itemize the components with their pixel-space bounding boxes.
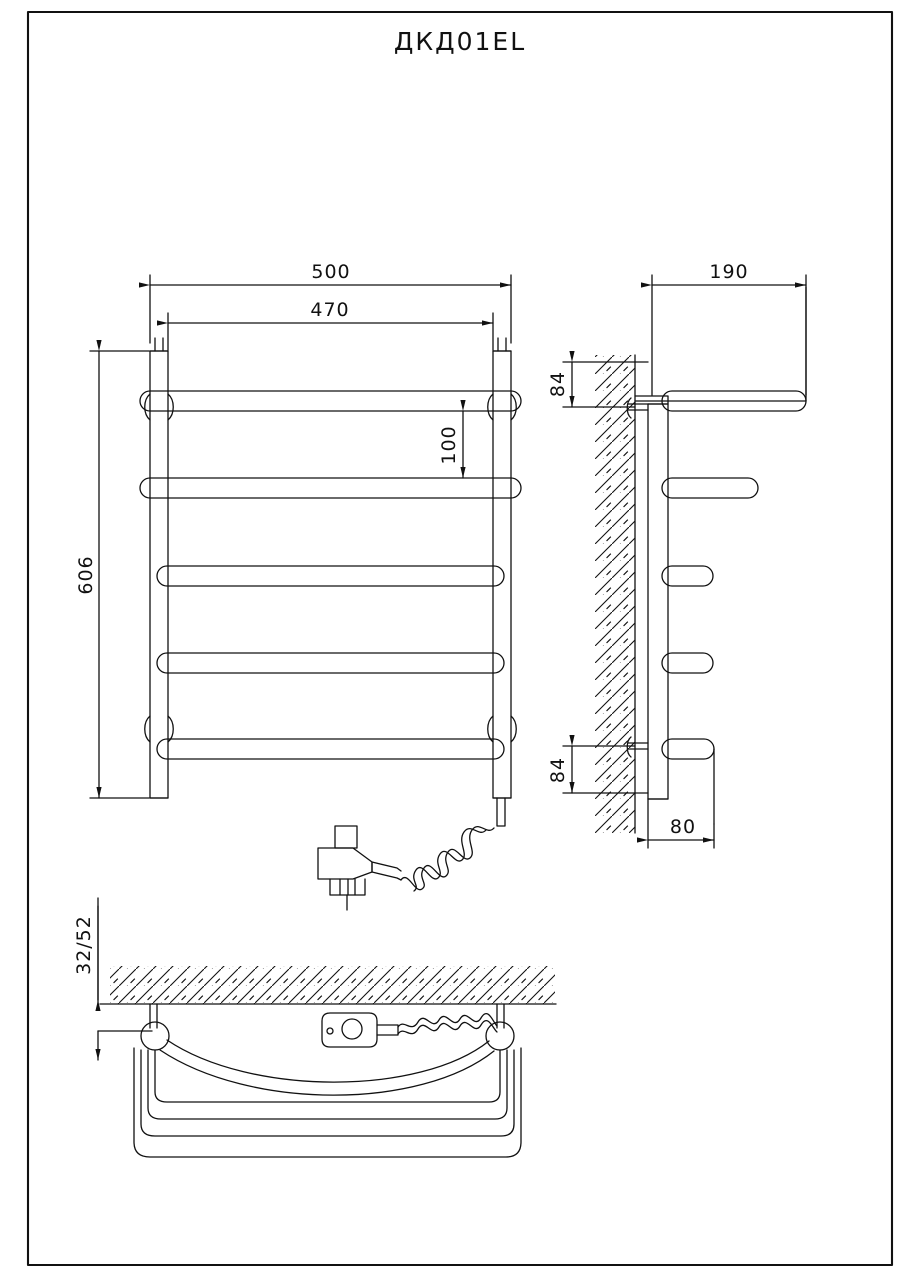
dimension-rail-width: 470: [157, 299, 494, 351]
front-rail-4: [156, 652, 505, 674]
dimension-bottom-mount-offset-value: 84: [547, 757, 569, 783]
top-post-right-circle: [485, 1021, 515, 1051]
front-mount-bracket-top-right: [487, 393, 517, 421]
side-wall-anchor-bottom: [626, 736, 649, 758]
dimension-projection-depth-value: 190: [709, 261, 748, 283]
power-cord-front: [317, 797, 506, 911]
front-right-top-stub: [497, 337, 507, 352]
dimension-overall-height-value: 606: [75, 555, 97, 594]
drawing-title: ДКД01EL: [394, 27, 526, 56]
front-mount-bracket-bottom-right: [487, 715, 517, 743]
front-left-post: [149, 350, 169, 799]
control-box: [321, 1012, 399, 1048]
dimension-projection-depth: 190: [641, 261, 807, 396]
side-rail-1: [661, 390, 807, 412]
side-rail-2: [661, 477, 759, 499]
top-rail-frame-4: [133, 1047, 522, 1158]
dimension-top-mount-offset: 84: [547, 351, 649, 408]
front-rail-5: [156, 738, 505, 760]
top-view: 32/52: [73, 897, 557, 1158]
top-rail-frame-3: [140, 1049, 515, 1137]
front-rail-3: [156, 565, 505, 587]
top-rail-curve-2: [159, 1049, 495, 1096]
power-cord-top: [397, 1012, 498, 1035]
side-post: [647, 403, 669, 800]
top-rail-curve-1: [166, 1039, 490, 1083]
front-view: 500 470 606 100: [75, 261, 522, 911]
top-wall-section: [99, 966, 557, 1005]
front-right-post: [492, 350, 512, 799]
dimension-bottom-mount-offset: 84: [547, 735, 649, 794]
side-wall-section: [595, 354, 636, 834]
dimension-bracket-depth-value: 80: [670, 816, 696, 838]
front-rail-1: [139, 390, 522, 412]
control-knob-icon: [341, 1018, 363, 1040]
front-mount-bracket-bottom-left: [144, 715, 174, 743]
led-indicator-icon: [326, 1027, 334, 1035]
dimension-overall-height: 606: [75, 340, 150, 799]
dimension-wall-gap: 32/52: [73, 897, 101, 1061]
top-rail-frame-2: [147, 1049, 508, 1120]
dimension-rail-width-value: 470: [310, 299, 349, 321]
top-post-left-circle: [140, 1021, 170, 1051]
side-rail-4: [661, 652, 714, 674]
side-view: 190 84 84 80: [547, 261, 807, 849]
front-left-top-stub: [154, 337, 164, 352]
control-box-lead: [376, 1024, 399, 1036]
dimension-rail-pitch: 100: [438, 400, 466, 479]
top-rail-frame-1: [154, 1049, 501, 1103]
dimension-wall-gap-value: 32/52: [73, 915, 95, 975]
front-rail-2: [139, 477, 522, 499]
top-anchor-left: [149, 1003, 158, 1029]
top-anchor-right: [496, 1003, 505, 1029]
dimension-bracket-depth: 80: [637, 798, 715, 849]
front-mount-bracket-top-left: [144, 393, 174, 421]
sheet-border: [26, 10, 894, 1267]
dimension-overall-width: 500: [139, 261, 512, 344]
side-wall-anchor-top: [626, 397, 649, 419]
dimension-top-mount-offset-value: 84: [547, 371, 569, 397]
side-rail-3: [661, 565, 714, 587]
dimension-rail-pitch-value: 100: [438, 425, 460, 464]
dimension-overall-width-value: 500: [311, 261, 350, 283]
side-rail-5: [661, 738, 715, 760]
side-top-shelf: [634, 286, 807, 405]
